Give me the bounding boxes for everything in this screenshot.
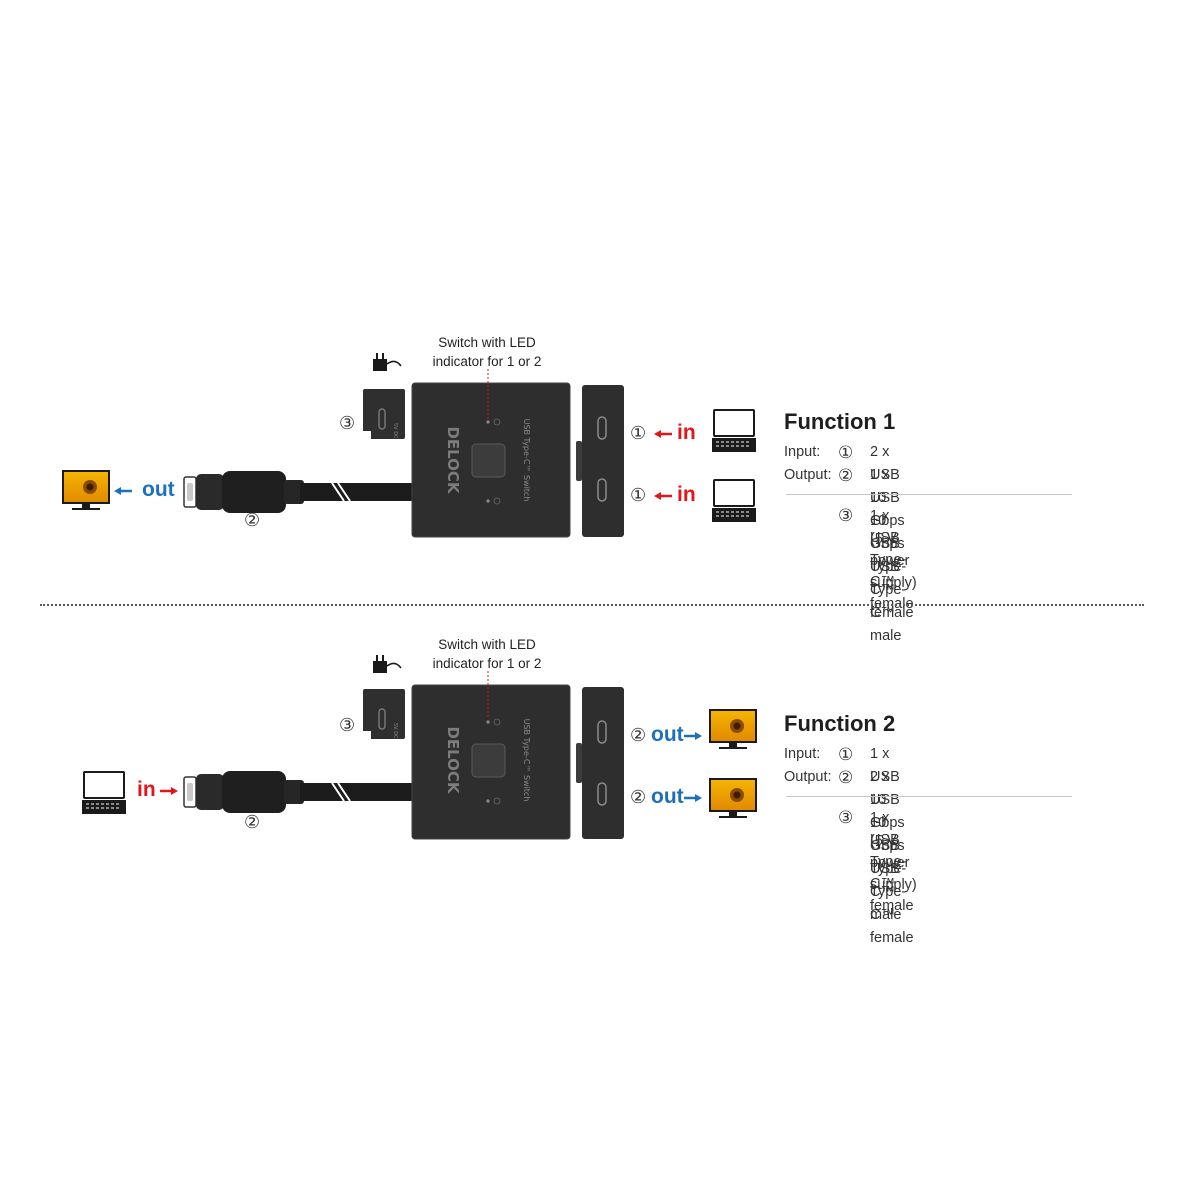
port-panel (576, 385, 624, 537)
led-icon (486, 499, 490, 503)
right-port-2-number: ① (630, 485, 647, 505)
laptop-icon (712, 479, 756, 522)
switch-caption: Switch with LED indicator for 1 or 2 (387, 333, 587, 371)
function-2-diagram: 5V DC DELOCK USB Type-C™ Switch (82, 655, 757, 840)
power-adapter-icon (373, 353, 402, 371)
spec-divider (786, 796, 1072, 797)
spec-input-key: Input: (784, 746, 821, 762)
left-direction-label: out (142, 478, 175, 501)
function-2-panel: 5V DC DELOCK USB Type-C™ Switch (0, 627, 1200, 946)
right-port-2-label: out (651, 785, 684, 808)
svg-text:5V DC: 5V DC (392, 423, 398, 439)
svg-text:5V DC: 5V DC (392, 723, 398, 739)
svg-text:DELOCK: DELOCK (444, 426, 462, 494)
out-arrow-icon (684, 732, 702, 740)
laptop-icon (712, 409, 756, 452)
function-title: Function 1 (784, 409, 896, 434)
switch-device: DELOCK USB Type-C™ Switch (411, 684, 571, 840)
usb-plug-icon (183, 471, 304, 513)
usb-plug-icon (183, 771, 304, 813)
switch-device: DELOCK USB Type-C™ Switch (411, 382, 571, 538)
function-title: Function 2 (784, 711, 896, 736)
spec-divider (786, 494, 1072, 495)
function-1-panel: 5V DC DELOCK USB Type-C™ Switch (0, 325, 1200, 644)
usb-c-port-icon (597, 720, 607, 744)
power-port-module: 5V DC (363, 689, 405, 739)
switch-caption-line1: Switch with LED (438, 637, 536, 652)
right-port-1-number: ① (630, 423, 647, 443)
spec-input-num: ① (838, 745, 854, 764)
switch-caption: Switch with LED indicator for 1 or 2 (387, 635, 587, 673)
port-panel (576, 687, 624, 839)
svg-text:USB Type-C™ Switch: USB Type-C™ Switch (522, 719, 531, 802)
power-adapter-icon (373, 655, 402, 673)
function-1-diagram: 5V DC DELOCK USB Type-C™ Switch (62, 353, 756, 538)
led-icon (486, 799, 490, 803)
spec-supply-line2: (5 V power supply) (870, 531, 917, 591)
svg-text:USB Type-C™ Switch: USB Type-C™ Switch (522, 419, 531, 502)
spec-input-value: 1 x USB 10 Gbps USB Type-C™ male (870, 746, 907, 923)
switch-caption-line1: Switch with LED (438, 335, 536, 350)
power-port-number: ③ (339, 413, 356, 433)
power-port-number: ③ (339, 715, 356, 735)
in-arrow-icon (160, 787, 178, 795)
power-port-module: 5V DC (363, 389, 405, 439)
right-port-1-label: in (677, 421, 696, 444)
right-port-2-number: ② (630, 787, 647, 807)
left-port-number: ② (244, 812, 261, 832)
led-icon (486, 720, 490, 724)
usb-c-port-icon (597, 782, 607, 806)
spec-input-key: Input: (784, 444, 821, 460)
spec-output-num: ② (838, 466, 854, 485)
svg-text:DELOCK: DELOCK (444, 726, 462, 794)
in-arrow-icon (654, 430, 672, 438)
spec-output-num: ② (838, 768, 854, 787)
left-direction-label: in (137, 778, 156, 801)
spec-output-key: Output: (784, 769, 832, 785)
usb-c-port-icon (597, 416, 607, 440)
right-port-1-label: out (651, 723, 684, 746)
out-arrow-icon (684, 794, 702, 802)
spec-supply-num: ③ (838, 506, 854, 525)
monitor-icon (62, 470, 110, 510)
monitor-icon (709, 709, 757, 749)
in-arrow-icon (654, 492, 672, 500)
switch-caption-line2: indicator for 1 or 2 (432, 656, 542, 671)
spec-output-key: Output: (784, 467, 832, 483)
switch-button-icon (471, 443, 506, 478)
spec-supply-line2: (5 V power supply) (870, 833, 917, 893)
right-port-1-number: ② (630, 725, 647, 745)
laptop-icon (82, 771, 126, 814)
led-icon (486, 420, 490, 424)
spec-supply-num: ③ (838, 808, 854, 827)
dotted-separator (40, 604, 1144, 606)
switch-caption-line2: indicator for 1 or 2 (432, 354, 542, 369)
left-port-number: ② (244, 510, 261, 530)
switch-button-icon (471, 743, 506, 778)
spec-input-num: ① (838, 443, 854, 462)
out-arrow-icon (114, 487, 132, 495)
usb-c-port-icon (597, 478, 607, 502)
right-port-2-label: in (677, 483, 696, 506)
spec-supply-line1: 1 x USB Type-C™ female (870, 810, 914, 914)
monitor-icon (709, 778, 757, 818)
